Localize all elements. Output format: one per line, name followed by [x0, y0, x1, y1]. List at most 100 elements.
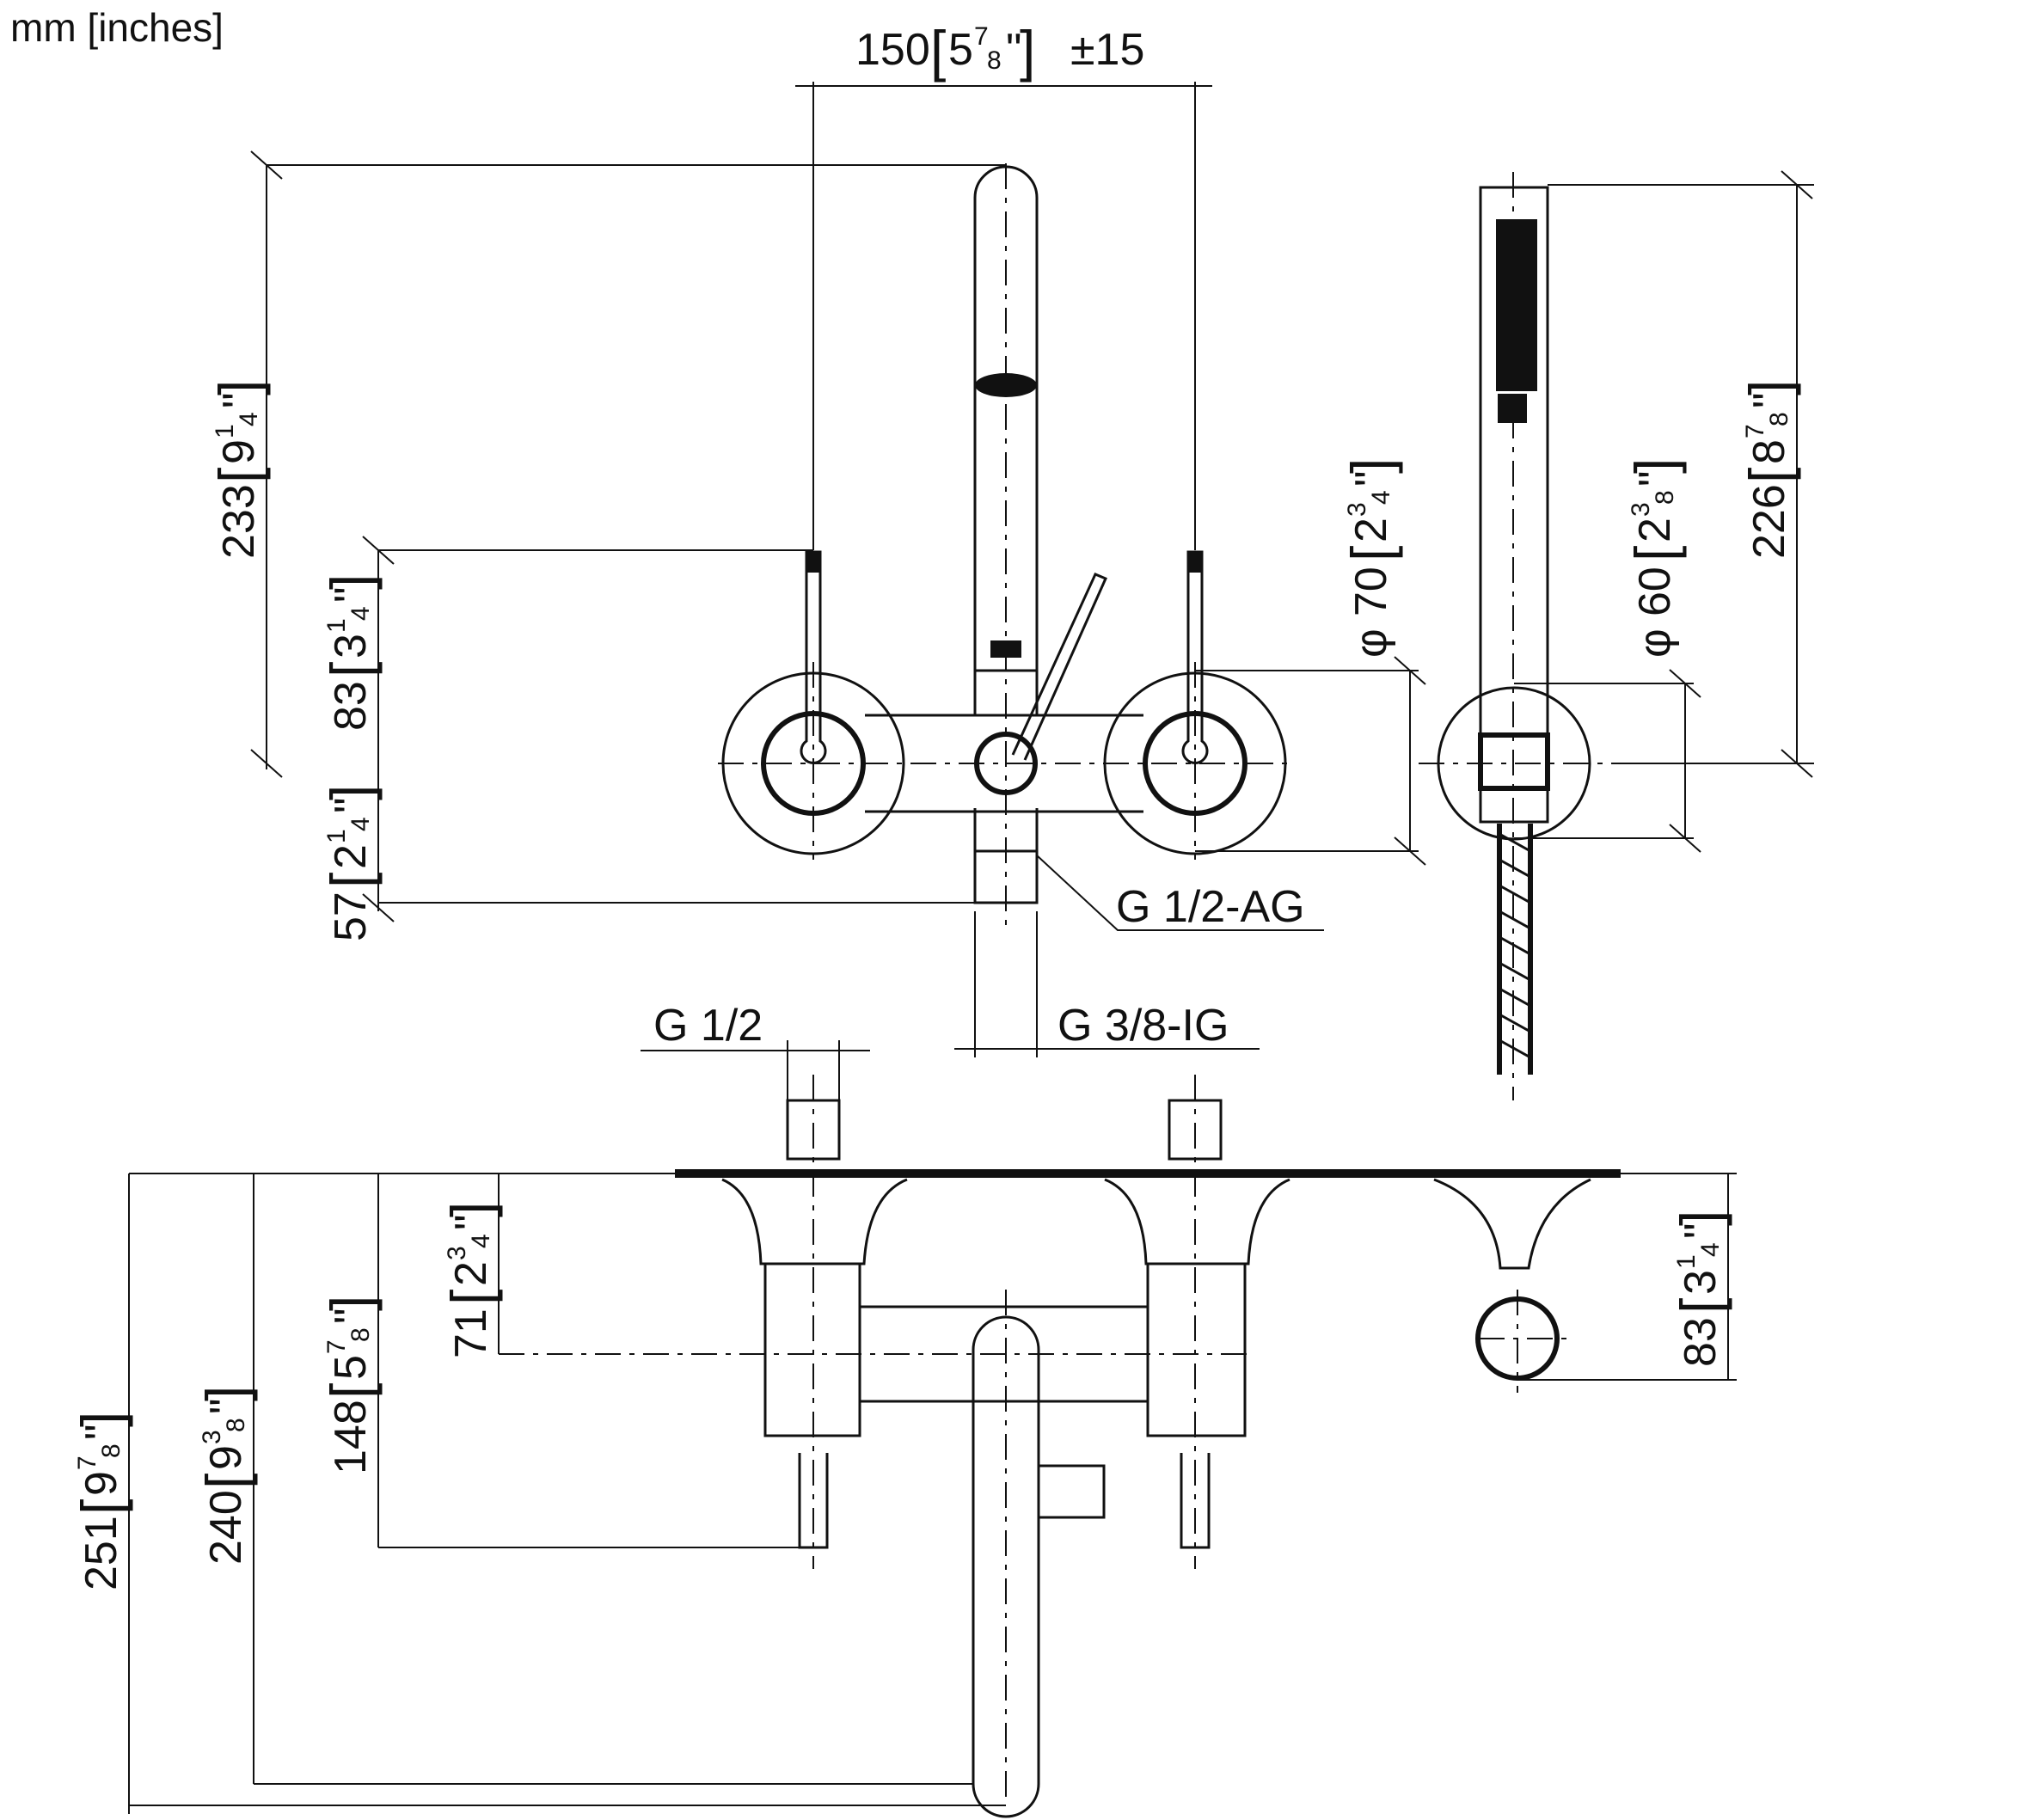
svg-text:60: 60: [1630, 567, 1680, 616]
svg-text:8: 8: [97, 1443, 126, 1458]
svg-text:": ": [77, 1425, 126, 1440]
svg-text:]: ]: [1020, 19, 1035, 83]
svg-text:]: ]: [319, 1296, 383, 1311]
svg-text:[: [: [207, 468, 271, 483]
svg-text:8: 8: [1765, 412, 1793, 426]
holder-bracket: [1433, 1178, 1591, 1270]
spray-nozzles: [1496, 219, 1537, 391]
dim-side-total: 251 [ 9 7 8 " ]: [70, 1412, 133, 1590]
thread-inlet-label: G 1/2: [653, 1001, 763, 1051]
thread-spout-label: G 3/8-IG: [1057, 1001, 1229, 1051]
svg-text:[: [: [439, 1290, 503, 1305]
svg-text:": ": [1006, 25, 1021, 75]
svg-text:148: 148: [326, 1400, 376, 1474]
dim-side-axis: 71 [ 2 3 4 " ]: [439, 1202, 503, 1358]
svg-text:[: [: [319, 662, 383, 677]
shower-spray-face: [975, 373, 1037, 397]
left-valve-flange: [721, 1178, 908, 1265]
svg-text:]: ]: [1623, 458, 1687, 474]
svg-text:7: 7: [322, 1339, 351, 1354]
svg-text:]: ]: [207, 380, 271, 395]
svg-text:70: 70: [1346, 567, 1396, 616]
svg-text:": ": [1630, 471, 1680, 487]
svg-text:4: 4: [235, 412, 263, 426]
right-lever-tip: [1189, 552, 1201, 573]
svg-text:3: 3: [443, 1246, 471, 1260]
svg-text:]: ]: [70, 1412, 133, 1427]
svg-text:2: 2: [326, 844, 376, 869]
left-lever-tip: [807, 552, 819, 573]
svg-text:4: 4: [1696, 1242, 1725, 1257]
dim-rosette-diameter: φ 70 [ 2 3 4 " ]: [1339, 458, 1403, 658]
svg-text:]: ]: [319, 785, 383, 800]
svg-text:[: [: [194, 1474, 258, 1489]
dim-left-height-lower: 57 [ 2 1 4 " ]: [319, 785, 383, 941]
mixer-body: [865, 714, 1143, 813]
svg-text:4: 4: [467, 1234, 495, 1248]
spout: [972, 1315, 1040, 1818]
svg-text:3: 3: [326, 634, 376, 659]
svg-text:[: [: [1339, 546, 1403, 561]
svg-text:]: ]: [194, 1386, 258, 1401]
side-view: [499, 1075, 1621, 1818]
svg-text:4: 4: [346, 606, 375, 621]
svg-text:9: 9: [201, 1445, 251, 1470]
dimension-lines: [128, 82, 1814, 1814]
svg-text:": ": [326, 587, 376, 603]
svg-text:3: 3: [1676, 1270, 1726, 1295]
svg-text:3: 3: [1343, 502, 1371, 517]
svg-text:[: [: [70, 1499, 133, 1515]
svg-text:": ": [326, 798, 376, 813]
svg-text:": ": [214, 393, 264, 408]
svg-text:": ": [1744, 393, 1794, 408]
svg-text:[: [: [1669, 1298, 1732, 1314]
svg-text:71: 71: [446, 1308, 496, 1358]
svg-text:5: 5: [326, 1355, 376, 1380]
dim-side-holder: 83 [ 3 1 4 " ]: [1669, 1210, 1732, 1367]
svg-text:]: ]: [319, 574, 383, 590]
svg-text:4: 4: [1367, 490, 1395, 505]
svg-text:7: 7: [1741, 424, 1769, 438]
svg-text:7: 7: [73, 1455, 101, 1470]
svg-text:5: 5: [948, 25, 973, 75]
dim-holder-diameter: φ 60 [ 2 3 8 " ]: [1623, 458, 1687, 658]
svg-text:1: 1: [1672, 1254, 1701, 1269]
svg-text:8: 8: [987, 46, 1002, 75]
svg-text:8: 8: [222, 1418, 250, 1432]
right-valve-body: [1146, 1264, 1247, 1437]
svg-text:1: 1: [322, 829, 351, 843]
front-view: [718, 163, 1290, 1057]
svg-text:251: 251: [77, 1516, 126, 1590]
svg-text:8: 8: [1744, 439, 1794, 464]
right-valve-flange: [1104, 1178, 1290, 1265]
diverter-knob: [1037, 1464, 1106, 1519]
svg-text:2: 2: [1346, 518, 1396, 542]
svg-text:]: ]: [1669, 1210, 1732, 1226]
hand-shower-view: [1419, 172, 1616, 1100]
svg-text:83: 83: [326, 681, 376, 731]
svg-text:2: 2: [1630, 518, 1680, 542]
dim-side-valve: 148 [ 5 7 8 " ]: [319, 1296, 383, 1474]
svg-text:[: [: [319, 873, 383, 888]
dim-left-height-upper: 83 [ 3 1 4 " ]: [319, 574, 383, 731]
svg-text:1: 1: [322, 618, 351, 633]
svg-text:φ: φ: [1630, 628, 1680, 658]
svg-text:φ: φ: [1346, 628, 1396, 658]
svg-text:[: [: [1738, 468, 1801, 483]
svg-text:": ": [201, 1399, 251, 1414]
svg-text:[: [: [1623, 546, 1687, 561]
dim-side-spout: 240 [ 9 3 8 " ]: [194, 1386, 258, 1565]
svg-text:9: 9: [77, 1471, 126, 1496]
svg-text:4: 4: [346, 817, 375, 831]
svg-text:57: 57: [326, 892, 376, 941]
svg-text:8: 8: [1651, 490, 1679, 505]
svg-text:7: 7: [974, 22, 989, 51]
svg-text:±15: ±15: [1070, 25, 1144, 75]
right-lever: [1181, 550, 1209, 764]
svg-text:233: 233: [214, 484, 264, 559]
svg-text:[: [: [930, 19, 946, 83]
svg-text:": ": [326, 1308, 376, 1324]
svg-text:]: ]: [439, 1202, 503, 1217]
mounting-deck: [675, 1169, 1621, 1178]
dim-shower-length: 226 [ 8 7 8 " ]: [1738, 380, 1801, 559]
